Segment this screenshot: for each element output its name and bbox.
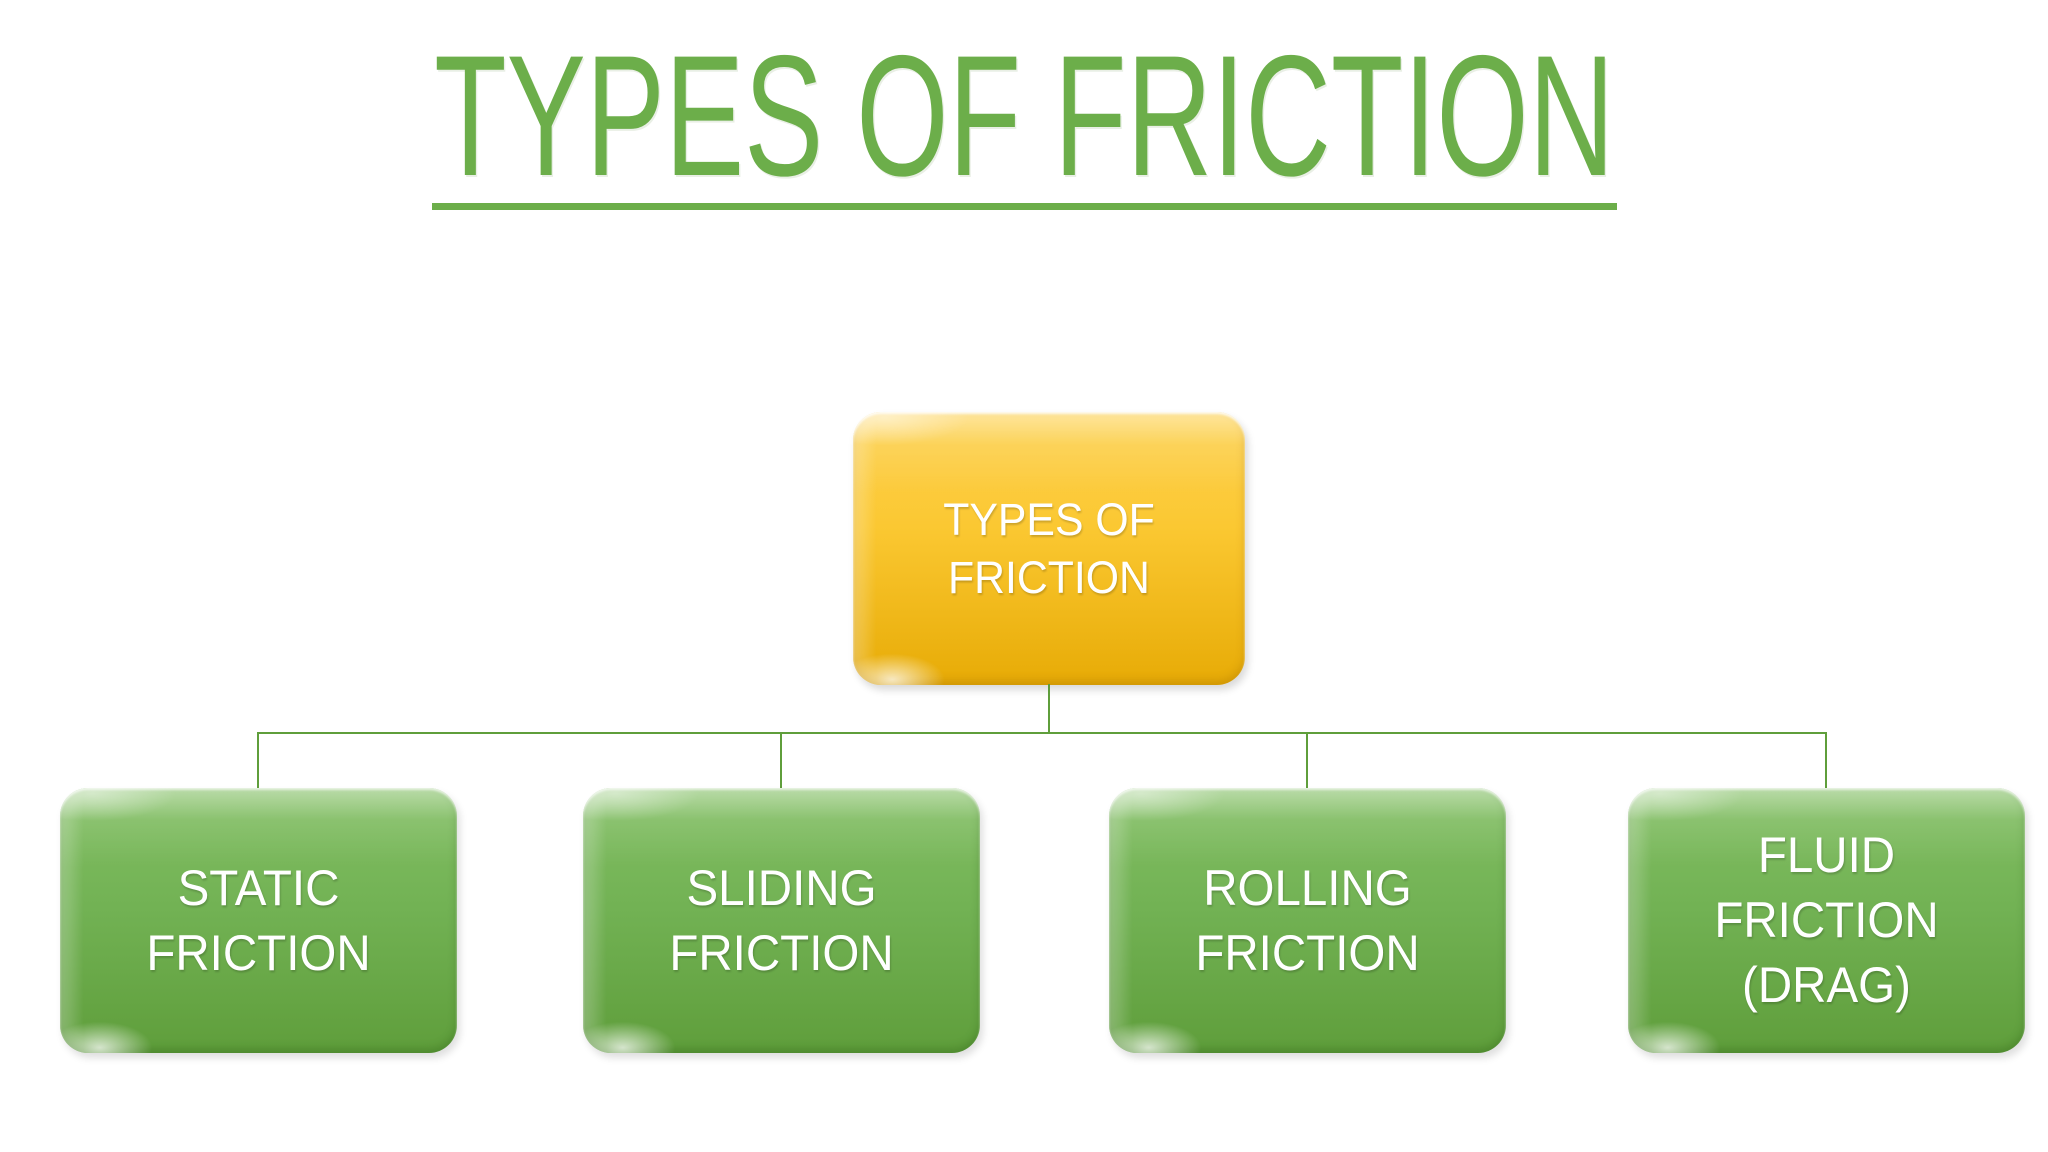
child-node-label: SLIDING FRICTION bbox=[669, 859, 894, 981]
connector-root-stem bbox=[1048, 684, 1050, 733]
page-title: TYPES OF FRICTION bbox=[433, 20, 1615, 212]
child-node-rolling-friction: ROLLING FRICTION bbox=[1109, 788, 1506, 1053]
child-node-fluid-friction-drag: FLUID FRICTION (DRAG) bbox=[1628, 788, 2025, 1053]
connector-horizontal-bar bbox=[257, 732, 1827, 734]
child-node-sliding-friction: SLIDING FRICTION bbox=[583, 788, 980, 1053]
child-node-label: FLUID FRICTION (DRAG) bbox=[1714, 827, 1939, 1013]
connector-drop-static bbox=[257, 732, 259, 790]
child-node-label: ROLLING FRICTION bbox=[1195, 859, 1420, 981]
connector-drop-sliding bbox=[780, 732, 782, 790]
child-node-label: STATIC FRICTION bbox=[146, 859, 371, 981]
root-node-types-of-friction: TYPES OF FRICTION bbox=[853, 412, 1245, 685]
title-block: TYPES OF FRICTION bbox=[0, 30, 2048, 210]
title-underline bbox=[431, 203, 1617, 210]
root-node-label: TYPES OF FRICTION bbox=[943, 494, 1155, 603]
connector-drop-fluid bbox=[1825, 732, 1827, 790]
child-node-static-friction: STATIC FRICTION bbox=[60, 788, 457, 1053]
connector-drop-rolling bbox=[1306, 732, 1308, 790]
